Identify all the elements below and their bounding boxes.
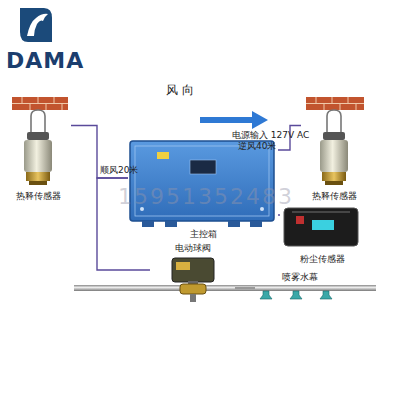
heat-sensor-node: 热释传感器 <box>5 112 71 202</box>
water-pipe <box>74 285 376 291</box>
edge-label: 顺风20米 <box>100 165 138 176</box>
node-label: 电动球阀 <box>140 243 245 254</box>
node-label: 喷雾水幕 <box>245 272 355 283</box>
wind-direction-label: 风 向 <box>166 82 194 99</box>
power-input-label: 电源输入 127V AC <box>232 129 309 142</box>
heat-sensor <box>24 110 52 185</box>
brick-wall <box>306 97 364 110</box>
watermark: 15951352483 <box>118 184 294 209</box>
valve-node: 电动球阀 <box>150 243 235 308</box>
node-label: 主控箱 <box>118 229 288 240</box>
dust-sensor <box>284 208 358 246</box>
ball-valve <box>172 258 214 302</box>
node-label: 粉尘传感器 <box>270 254 374 265</box>
spray-nozzle <box>260 291 332 299</box>
heat-sensor-node: 热释传感器 <box>301 112 367 202</box>
brick-wall <box>12 97 68 110</box>
signal-wire <box>235 287 255 289</box>
wind-arrow <box>200 111 268 129</box>
edge-label: 逆风40米 <box>238 141 276 152</box>
logo-icon <box>20 8 52 42</box>
node-label: 热释传感器 <box>291 191 377 202</box>
signal-wire <box>278 214 280 215</box>
node-label: 热释传感器 <box>0 191 81 202</box>
dust-sensor-node: 粉尘传感器 <box>280 205 364 265</box>
brand-logo-text: DAMA <box>6 48 84 73</box>
spray-curtain-node: 喷雾水幕 <box>255 272 345 308</box>
heat-sensor <box>320 110 348 185</box>
